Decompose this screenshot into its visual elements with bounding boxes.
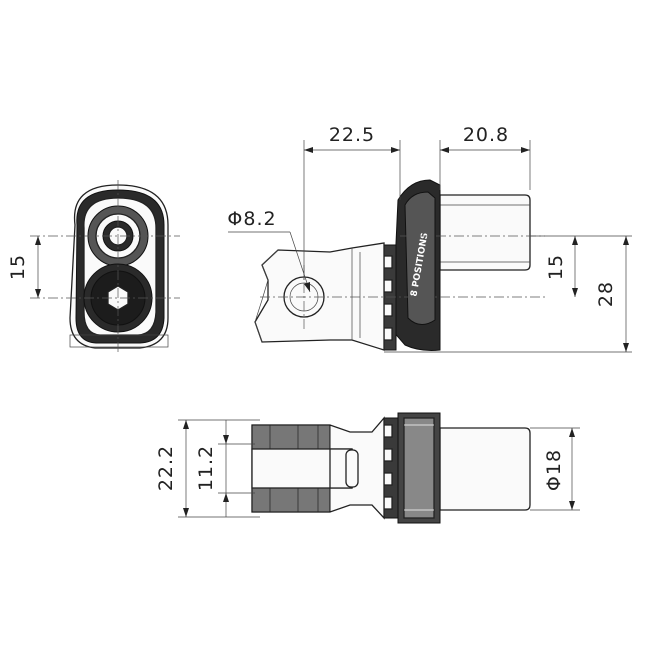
dim-22-5: 22.5 bbox=[303, 124, 401, 280]
dim-11-2: 11.2 bbox=[195, 420, 255, 517]
dim-20-8: 20.8 bbox=[439, 124, 531, 190]
dim-28: 28 bbox=[384, 235, 632, 353]
side-view: 8 POSITIONS bbox=[254, 179, 545, 351]
dim-text-20-8: 20.8 bbox=[463, 124, 509, 146]
dim-phi-18: Φ18 bbox=[530, 427, 580, 511]
dim-text-phi-8-2: Φ8.2 bbox=[227, 208, 276, 230]
dim-text-phi-18: Φ18 bbox=[543, 449, 565, 491]
dim-text-28: 28 bbox=[595, 281, 617, 307]
dim-text-22-2: 22.2 bbox=[155, 445, 177, 491]
front-view bbox=[30, 180, 180, 355]
dim-phi-8-2: Φ8.2 bbox=[227, 208, 311, 293]
dim-text-15-left: 15 bbox=[7, 254, 29, 280]
dim-text-15-right: 15 bbox=[545, 254, 567, 280]
dim-22-2: 22.2 bbox=[155, 419, 260, 518]
dim-text-11-2: 11.2 bbox=[195, 445, 217, 491]
serration bbox=[383, 244, 397, 351]
top-view bbox=[251, 412, 531, 524]
serration-top bbox=[383, 417, 399, 519]
dim-15-left: 15 bbox=[7, 236, 41, 298]
dim-text-22-5: 22.5 bbox=[329, 124, 375, 146]
dim-15-right: 15 bbox=[545, 236, 578, 297]
